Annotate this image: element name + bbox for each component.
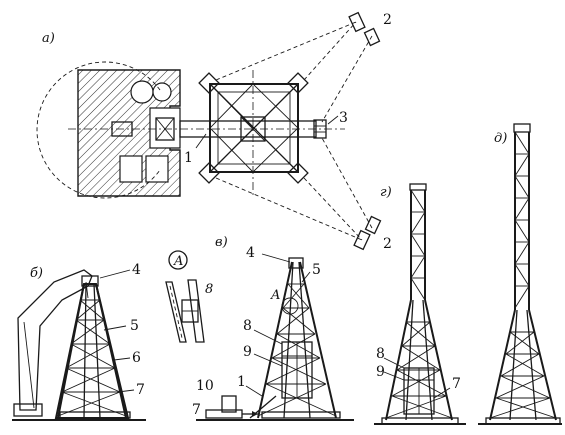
equipment-box-1 [119,155,143,183]
crane-boom-b [17,269,93,411]
tower-v-right [299,261,337,419]
guy-line-1 [215,21,357,81]
view-v: в) A [192,235,354,421]
label-8-g: 8 [376,346,385,362]
label-1-v: 1 [237,374,246,390]
label-7-g: 7 [452,376,461,392]
winch-top-b [363,27,381,47]
label-2-top: 2 [383,12,392,28]
winch-bottom-a [353,229,371,251]
label-5-v: 5 [312,262,321,278]
label-3: 3 [339,110,348,126]
detail-a: A 8 [165,250,213,343]
tower-b-base [59,411,131,419]
panel-label-b: б) [30,266,43,281]
tower-g-right [424,299,453,421]
detail-member-left [165,281,187,343]
label-4-v: 4 [246,245,255,261]
panel-label-g: г) [380,185,392,200]
panel-label-v: в) [215,235,228,250]
label-7-v: 7 [192,402,201,418]
view-d: д) [478,123,562,425]
label-5-b: 5 [130,318,139,334]
equipment-box-2 [145,155,169,183]
tower-foot-tr [287,72,309,94]
crane-swing-arc [36,61,161,199]
tower-b-left [57,283,85,419]
callout-a-v: A [270,288,280,303]
label-8-v: 8 [243,318,252,334]
detail-label-a: A [173,254,183,269]
detail-part-8: 8 [205,282,213,297]
tower-center [240,116,266,142]
winch-10 [221,395,237,413]
panel-label-d: д) [494,131,507,146]
tower-foot-tl [198,72,220,94]
label-9-v: 9 [243,344,252,360]
tower-d-left [489,309,516,421]
tower-b-right [95,283,127,419]
pulley-block [313,119,327,139]
view-g: г) [374,183,466,425]
connection-beam [179,120,317,138]
view-b: б) [12,262,146,421]
plan-view: а) [36,11,392,252]
equipment-circle-1 [130,80,154,104]
label-6-b: 6 [132,350,141,366]
detail-member-right [187,279,205,343]
tower-g-left [385,299,412,421]
guy-line-winch-bottom [321,137,373,229]
label-7-b: 7 [136,382,145,398]
label-2-bottom: 2 [383,236,392,252]
tower-foot-bl [198,162,220,184]
detail-circle [168,250,188,270]
crane-body-b [13,403,43,417]
label-9-g: 9 [376,364,385,380]
crane-pad [149,107,181,149]
guy-line-winch-top [321,35,373,123]
tower-d-right [528,309,557,421]
winch-top-a [348,11,366,33]
label-10-v: 10 [196,378,214,394]
label-1-plan: 1 [184,150,193,166]
panel-label-a: а) [42,31,55,46]
winch-bottom-b [364,215,382,235]
tower-foot-br [287,162,309,184]
equipment-circle-2 [152,82,172,102]
label-4-b: 4 [132,262,141,278]
